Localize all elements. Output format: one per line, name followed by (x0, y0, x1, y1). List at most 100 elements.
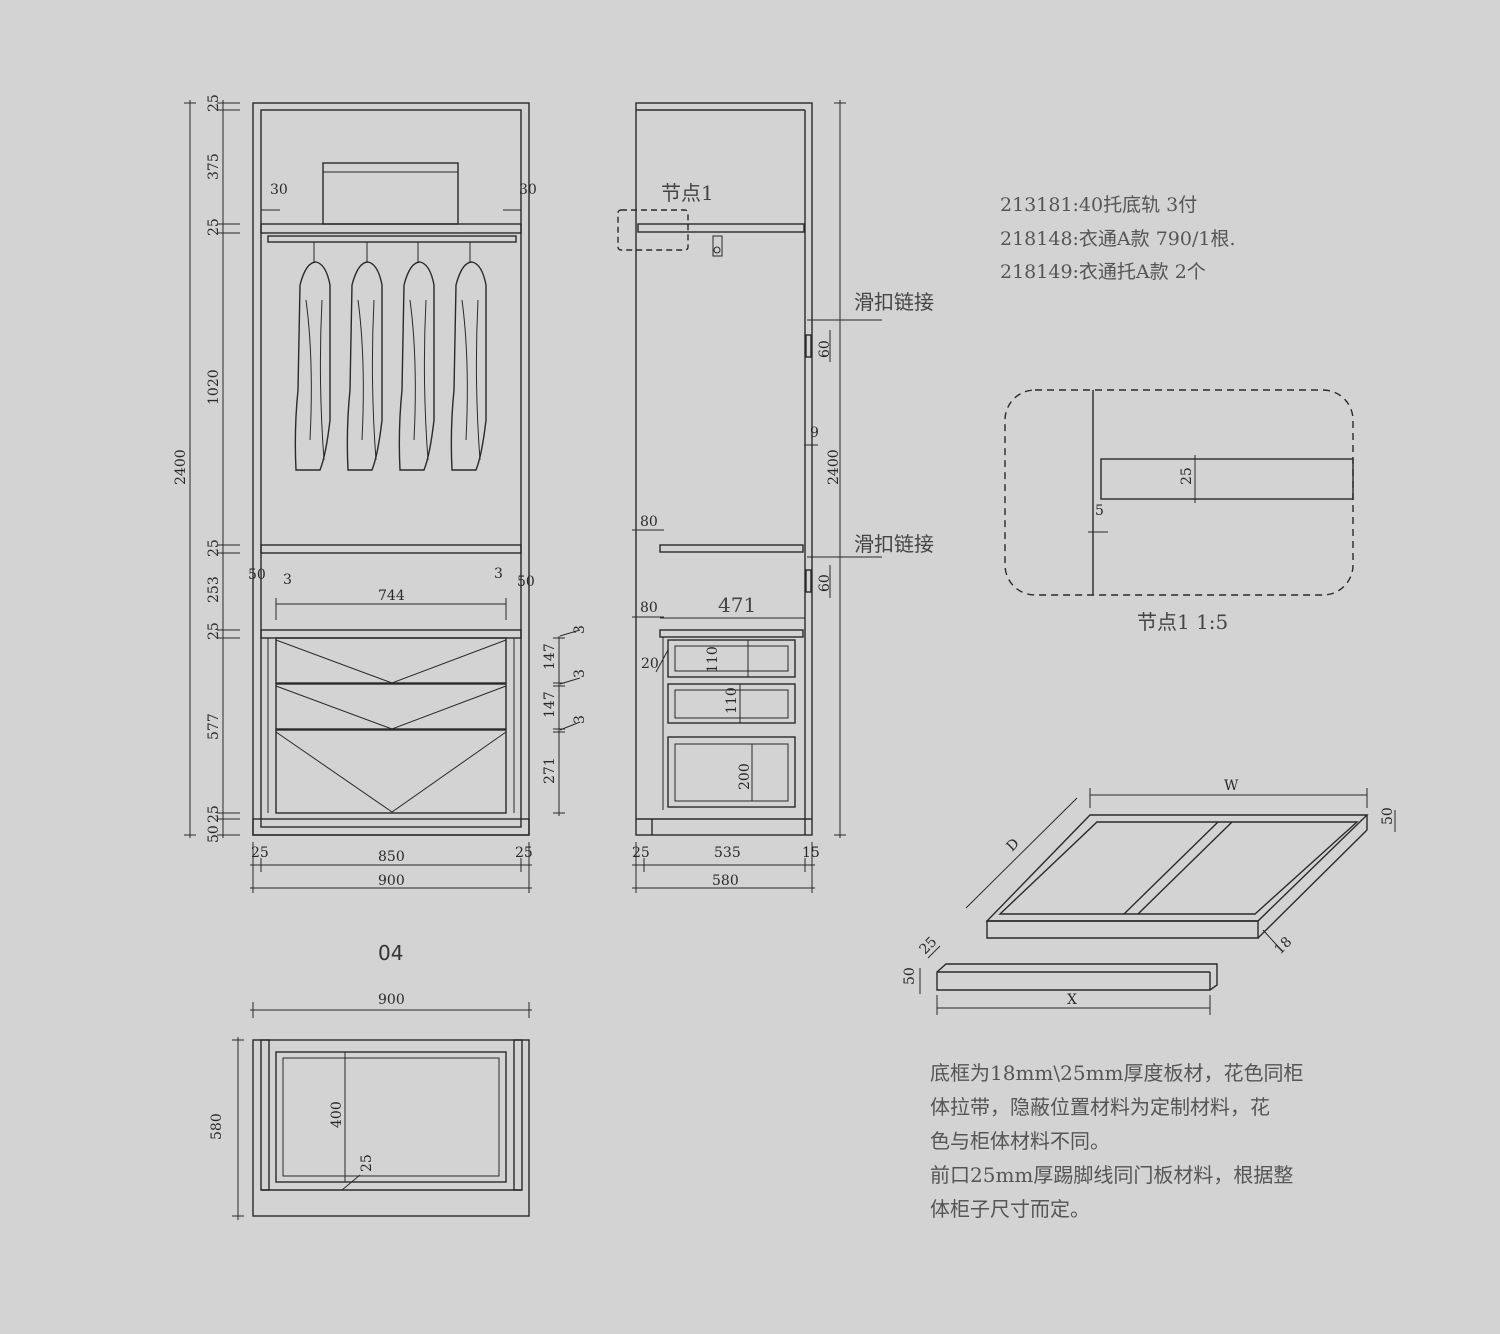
garments (294, 242, 487, 471)
drawer-2 (275, 683, 507, 730)
front-dim-25-top: 25 (206, 94, 222, 112)
parts-list-item: 218148:衣通A款 790/1根. (1000, 228, 1236, 250)
side-dim-25: 25 (632, 845, 650, 861)
front-plinth (252, 818, 530, 836)
front-dim-3-c: 3 (572, 715, 588, 724)
front-dim-30-right: 30 (519, 182, 537, 198)
side-dim-60-top: 60 (817, 340, 833, 358)
base-frame-w-label: W (1224, 778, 1239, 794)
side-dim-110-b: 110 (724, 687, 740, 714)
note-line: 体拉带，隐蔽位置材料为定制材料，花 (930, 1095, 1270, 1119)
kick-strip-dim-25: 25 (917, 934, 941, 958)
drawer-1 (275, 637, 507, 684)
front-dim-147-a: 147 (542, 643, 558, 670)
side-middle-shelf (659, 544, 804, 553)
garment (294, 242, 331, 471)
detail-shelf-section (1100, 458, 1354, 500)
detail-node-1: 25 5 节点1 1:5 (1004, 389, 1354, 634)
side-drawer-2 (667, 683, 796, 724)
notes: 底框为18mm\25mm厚度板材，花色同柜 体拉带，隐蔽位置材料为定制材料，花 … (930, 1061, 1304, 1221)
front-dim-744: 744 (378, 588, 405, 604)
front-dim-50-right: 50 (517, 574, 535, 590)
base-frame-d-label: D (1004, 836, 1023, 855)
parts-list-item: 213181:40托底轨 3付 (1000, 194, 1197, 216)
note-line: 色与柜体材料不同。 (930, 1129, 1110, 1153)
detail-dim-25: 25 (1179, 467, 1195, 485)
side-dim-200: 200 (737, 763, 753, 790)
side-dim-60-bottom: 60 (817, 574, 833, 592)
front-dim-30-left: 30 (270, 182, 288, 198)
plan-view: 04 900 400 25 580 (209, 941, 532, 1220)
plan-outer (252, 1039, 530, 1217)
plan-dim-580: 580 (209, 1113, 225, 1140)
base-frame-inner (998, 821, 1359, 915)
note-line: 底框为18mm\25mm厚度板材，花色同柜 (930, 1061, 1304, 1085)
slide-link-label-bottom: 滑扣链接 (854, 532, 934, 556)
front-dim-50-left: 50 (248, 567, 266, 583)
rod-bracket (712, 235, 723, 257)
side-dim-535: 535 (714, 845, 741, 861)
side-drawer-3 (667, 736, 796, 808)
side-dim-80-top: 80 (640, 514, 658, 530)
garment (346, 242, 383, 471)
slide-link-top (805, 334, 812, 358)
front-dim-900: 900 (378, 873, 405, 889)
front-top-shelf (260, 223, 522, 234)
parts-list-item: 218149:衣通托A款 2个 (1000, 261, 1206, 283)
front-inner-frame (260, 109, 522, 828)
front-elevation: 25 375 25 1020 25 253 25 577 25 50 2400 … (173, 94, 588, 893)
front-dim-25-shelf: 25 (206, 218, 222, 236)
front-outer-frame (252, 102, 530, 836)
side-drawer-top-panel (659, 629, 804, 638)
side-dim-580: 580 (712, 873, 739, 889)
kick-strip-dim-50: 50 (902, 967, 918, 985)
front-dim-50: 50 (206, 825, 222, 843)
note-line: 体柜子尺寸而定。 (930, 1197, 1090, 1221)
front-dim-3-left: 3 (283, 572, 292, 588)
side-dim-110-a: 110 (705, 646, 721, 673)
side-outer-frame (635, 102, 813, 836)
front-dim-2400: 2400 (173, 449, 189, 485)
plan-left-panel (260, 1039, 270, 1191)
node-1-label: 节点1 (661, 181, 714, 205)
note-line: 前口25mm厚踢脚线同门板材料，根据整 (930, 1163, 1293, 1187)
drawer-3 (275, 729, 507, 814)
detail-dim-5: 5 (1095, 503, 1104, 519)
hanging-rod (267, 235, 517, 243)
front-dim-3-a: 3 (572, 625, 588, 634)
side-dim-20: 20 (641, 656, 659, 672)
front-dim-1020: 1020 (206, 369, 222, 405)
front-dim-577: 577 (206, 713, 222, 740)
garment (398, 242, 435, 471)
kick-strip-x-label: X (1067, 992, 1077, 1008)
base-frame-dim-50: 50 (1380, 807, 1396, 825)
plan-drawer-box (275, 1051, 507, 1183)
front-lower-shelf (260, 629, 522, 639)
plan-dim-25: 25 (359, 1154, 375, 1172)
detail-boundary (1004, 389, 1354, 596)
drawer-3-open-mark (275, 731, 507, 813)
front-dim-25-low: 25 (206, 622, 222, 640)
base-frame-outer-side (986, 920, 1259, 939)
front-dim-375: 375 (206, 153, 222, 180)
slide-link-label-top: 滑扣链接 (854, 290, 934, 314)
side-top-shelf (637, 223, 805, 233)
front-dim-850: 850 (378, 849, 405, 865)
front-middle-shelf (260, 544, 522, 554)
plan-right-panel (513, 1039, 523, 1191)
side-dim-80-bottom: 80 (640, 600, 658, 616)
side-dim-9: 9 (810, 425, 819, 441)
base-frame-isometric: W D 50 18 50 25 X (902, 778, 1396, 1015)
drawer-1-open-mark (275, 639, 507, 684)
detail-caption: 节点1 1:5 (1137, 610, 1228, 634)
plan-dim-400: 400 (329, 1101, 345, 1128)
front-dim-25-w-right: 25 (515, 845, 533, 861)
front-dim-147-b: 147 (542, 691, 558, 718)
side-dim-471: 471 (718, 593, 756, 617)
side-dim-15: 15 (802, 845, 820, 861)
front-dim-253: 253 (206, 576, 222, 603)
side-drawer-1 (667, 639, 796, 678)
garment (450, 242, 487, 471)
front-dim-25-mid: 25 (206, 539, 222, 557)
